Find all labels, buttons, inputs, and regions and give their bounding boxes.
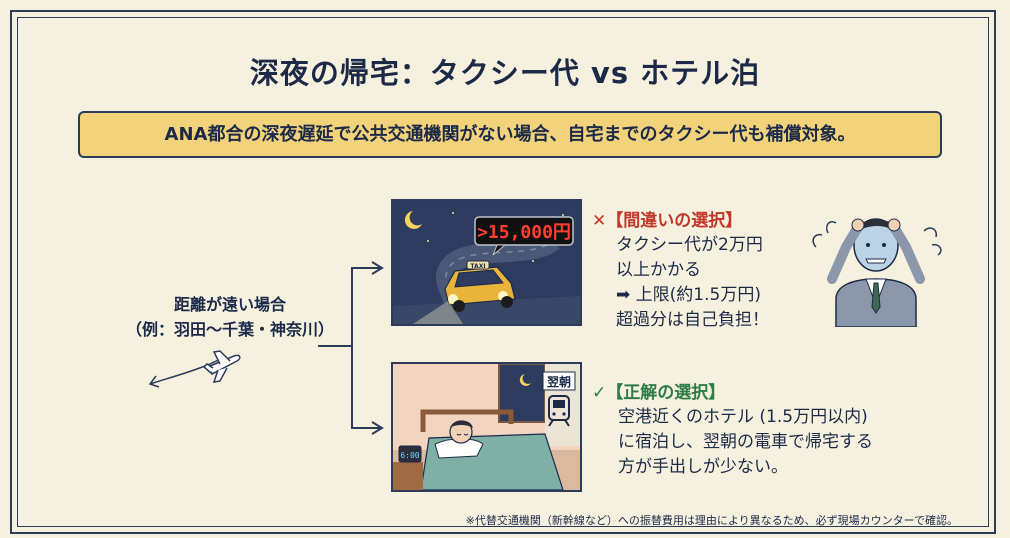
origin-line-2: （例：羽田〜千葉・神奈川）	[125, 320, 334, 339]
taxi-meter-value: >15,000円	[477, 222, 571, 243]
correct-choice-text: 空港近くのホテル (1.5万円以内) に宿泊し、翌朝の電車で帰宅する 方が手出し…	[618, 405, 873, 480]
outer-frame	[10, 10, 996, 534]
wrong-line-3: ➡ 上限(約1.5万円)	[616, 285, 761, 305]
inner-frame	[17, 17, 989, 527]
footnote: ※代替交通機関（新幹線など）への振替費用は理由により異なるため、必ず現場カウンタ…	[465, 514, 958, 527]
hotel-scene: 翌朝 6:00	[391, 362, 582, 492]
wrong-choice-header: ✕【間違いの選択】	[592, 206, 742, 231]
svg-text:6:00: 6:00	[400, 451, 419, 460]
cross-icon: ✕	[592, 211, 607, 231]
wrong-choice-text: タクシー代が2万円 以上かかる ➡ 上限(約1.5万円) 超過分は自己負担！	[616, 233, 769, 333]
wrong-line-2: 以上かかる	[616, 260, 701, 280]
taxi-meter-display	[474, 216, 574, 246]
window-moon-icon	[519, 374, 531, 386]
morning-sign: 翌朝	[547, 374, 571, 389]
moon-icon	[404, 211, 422, 229]
wrong-line-1: タクシー代が2万円	[616, 235, 763, 255]
correct-choice-header: ✓【正解の選択】	[592, 378, 725, 403]
page-title: 深夜の帰宅：タクシー代 vs ホテル泊	[249, 56, 761, 90]
wrong-choice-title: 【間違いの選択】	[606, 211, 743, 231]
taxi-sign: TAXI	[470, 263, 485, 270]
wrong-line-4: 超過分は自己負担！	[616, 310, 769, 330]
check-icon: ✓	[592, 383, 607, 403]
correct-line-1: 空港近くのホテル (1.5万円以内)	[618, 407, 868, 427]
airplane-icon	[148, 350, 241, 388]
train-icon	[548, 395, 570, 427]
correct-line-2: に宿泊し、翌朝の電車で帰宅する	[618, 432, 873, 452]
taxi-scene: >15,000円 TAXI	[391, 199, 582, 326]
alarm-clock	[398, 445, 422, 463]
origin-line-1: 距離が遠い場合	[173, 295, 286, 314]
correct-line-3: 方が手出しが少ない。	[618, 457, 788, 477]
stressed-businessman-illustration	[812, 218, 942, 327]
taxi-car-icon: TAXI	[413, 260, 516, 324]
origin-label: 距離が遠い場合 （例：羽田〜千葉・神奈川）	[100, 292, 360, 342]
info-banner: ANA都合の深夜遅延で公共交通機関がない場合、自宅までのタクシー代も補償対象。	[78, 111, 942, 158]
correct-choice-title: 【正解の選択】	[606, 383, 726, 403]
